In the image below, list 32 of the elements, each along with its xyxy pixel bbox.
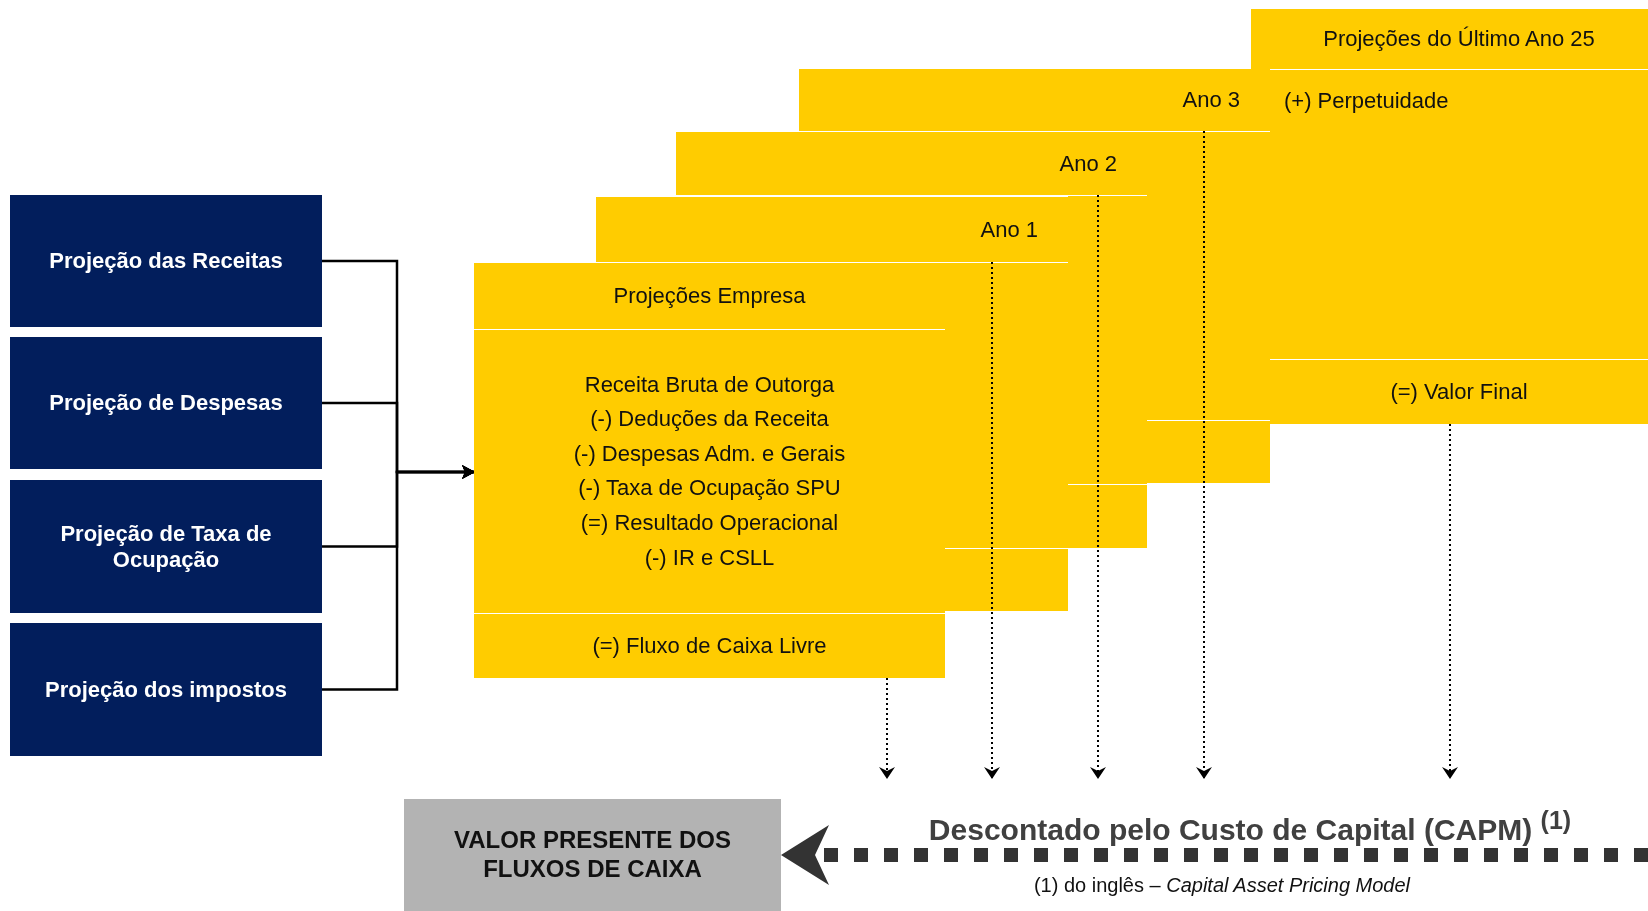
input-box: Projeção de Taxa de Ocupação (10, 480, 322, 613)
card-heading: Ano 3 (1182, 87, 1240, 113)
card-text: (+) Perpetuidade (1284, 87, 1449, 114)
card-heading: Projeções do Último Ano 25 (1323, 26, 1595, 52)
projection-card (474, 263, 945, 678)
dotted-arrow (984, 261, 1000, 779)
card-heading: Ano 1 (980, 216, 1038, 243)
footnote: (1) do inglês – Capital Asset Pricing Model (1033, 874, 1411, 896)
input-box: Projeção das Receitas (10, 195, 322, 327)
result-box: VALOR PRESENTE DOS FLUXOS DE CAIXA (404, 799, 781, 911)
card-text: (=) Fluxo de Caixa Livre (592, 632, 827, 659)
dotted-arrow (1090, 194, 1106, 779)
card-text: (=) Resultado Operacional (580, 509, 839, 536)
card-text: (=) Valor Final (1390, 378, 1528, 405)
input-box: Projeção dos impostos (10, 623, 322, 756)
card-text: (-) IR e CSLL (644, 544, 775, 571)
card-text: Receita Bruta de Outorga (584, 371, 835, 398)
card-text: (-) Taxa de Ocupação SPU (578, 474, 841, 501)
dotted-arrow (1196, 130, 1212, 779)
dotted-arrow (1442, 423, 1458, 779)
card-heading: Projeções Empresa (613, 283, 806, 309)
projection-card (596, 197, 1068, 262)
card-heading: Ano 2 (1059, 150, 1117, 177)
projection-card (676, 132, 1147, 195)
input-box: Projeção de Despesas (10, 337, 322, 469)
projection-card (799, 69, 1270, 131)
card-text: (-) Deduções da Receita (590, 405, 829, 432)
connector-arrow (322, 465, 475, 691)
dotted-arrow (879, 677, 895, 779)
card-text: (-) Despesas Adm. e Gerais (573, 440, 846, 467)
projection-card (1270, 9, 1648, 424)
dashed-arrow (781, 825, 1648, 885)
